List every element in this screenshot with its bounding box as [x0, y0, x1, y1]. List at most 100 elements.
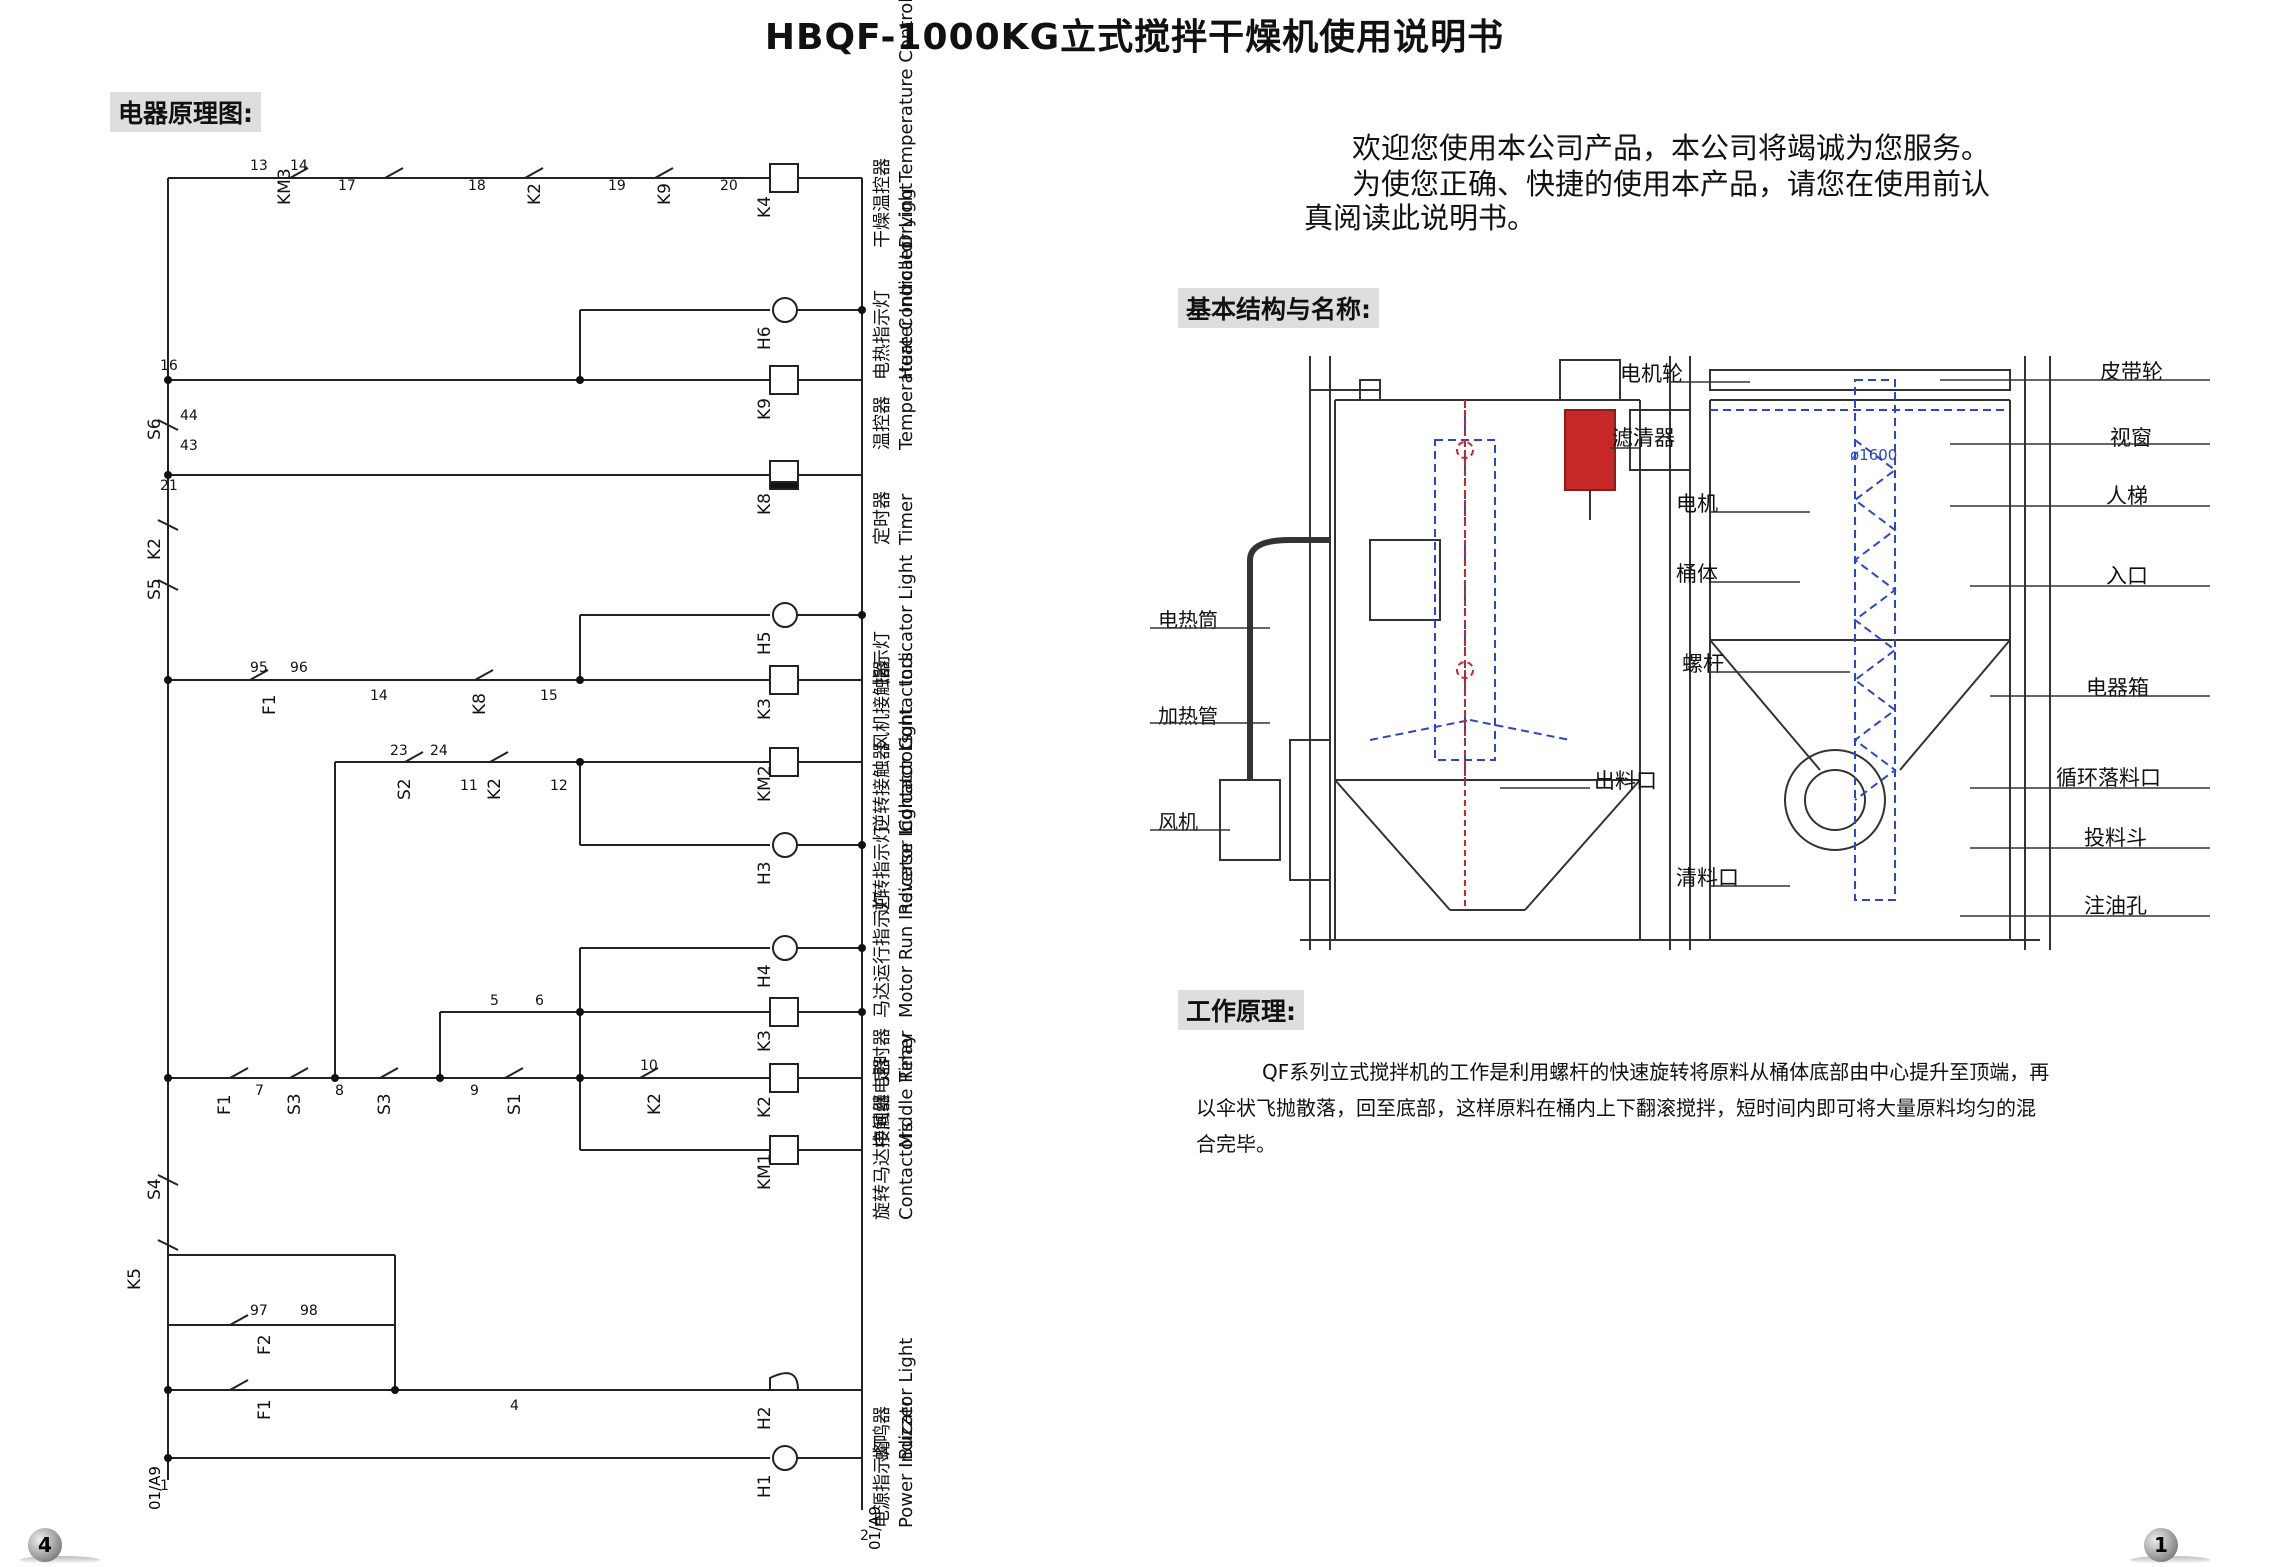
principle-line-2: 以伞状飞抛散落，回至底部，这样原料在桶内上下翻滚搅拌，短时间内即可将大量原料均匀… [1196, 1096, 2036, 1120]
circuit-row-label-en: Motor Run Indicator Light [896, 790, 917, 1018]
principle-line-3: 合完毕。 [1196, 1132, 1276, 1156]
switch-tag: K8 [470, 693, 490, 715]
page-number-shadow-left [20, 1556, 100, 1564]
switch-tag: S1 [505, 1093, 525, 1115]
circuit-device-tag: K3 [755, 1030, 775, 1052]
switch-tag: S6 [145, 418, 165, 440]
switch-tag: S4 [145, 1178, 165, 1200]
circuit-device-tag: K4 [755, 196, 775, 218]
wire-number: 23 [390, 743, 408, 759]
wire-number: 95 [250, 660, 268, 676]
circuit-section-heading: 电器原理图: [110, 92, 261, 132]
label-inlet: 入口 [2106, 564, 2148, 588]
circuit-row-label-en: Drying Temperature Controller [896, 0, 917, 248]
circuit-row-label-cn: 逆转接触器 [872, 742, 893, 832]
callout-lines [1150, 379, 2210, 917]
circuit-row-label-cn: 定时器 [872, 491, 893, 545]
wire-number: 13 [250, 158, 268, 174]
terminal-label-left: 01/A9 [146, 1466, 164, 1510]
circuit-device-tag: H4 [755, 964, 775, 988]
wire-number: 21 [160, 478, 178, 494]
circuit-device-tag: K3 [755, 698, 775, 720]
wire-number: 10 [640, 1058, 658, 1074]
diagram-dimension: ø1600 [1850, 446, 1897, 464]
wire-number: 1 [160, 1478, 169, 1494]
circuit-device-tag: K9 [755, 398, 775, 420]
wire-number: 24 [430, 743, 448, 759]
switch-tag: S5 [145, 578, 165, 600]
wire-number: 19 [608, 178, 626, 194]
wire-number: 43 [180, 438, 198, 454]
circuit-device-tag: H2 [755, 1406, 775, 1430]
circuit-device-tag: KM1 [755, 1153, 775, 1190]
wire-number: 8 [335, 1083, 344, 1099]
switch-tag: K2 [485, 778, 505, 800]
welcome-line-1: 欢迎您使用本公司产品，本公司将竭诚为您服务。 [1352, 131, 1991, 165]
document-title: HBQF-1000KG立式搅拌干燥机使用说明书 [764, 17, 1505, 58]
circuit-row-label-cn: 干燥温控器 [872, 158, 893, 248]
page-number-left: 4 [28, 1528, 62, 1562]
switch-tag: KM3 [275, 168, 295, 205]
wire-number: 12 [550, 778, 568, 794]
circuit-device-tag: K8 [755, 493, 775, 515]
circuit-device-tag: H3 [755, 861, 775, 885]
circuit-row-label-en: Heater Indicator Light [896, 183, 917, 380]
switch-tag: F1 [255, 1399, 275, 1420]
principle-section-heading: 工作原理: [1178, 990, 1304, 1030]
circuit-row-label-cn: 中间继电器 [872, 1058, 893, 1148]
circuit-row-label-en: Middle Relay [896, 1033, 917, 1148]
wire-number: 11 [460, 778, 478, 794]
circuit-row-label-cn: 旋转马达接触器 [872, 1094, 893, 1220]
wire-number: 14 [370, 688, 388, 704]
switch-tag: F1 [215, 1094, 235, 1115]
wire-number: 16 [160, 358, 178, 374]
switch-tag: K2 [145, 538, 165, 560]
wire-number: 17 [338, 178, 356, 194]
wire-number: 4 [510, 1398, 519, 1414]
label-discharge-outlet: 出料口 [1594, 769, 1657, 793]
wire-number: 96 [290, 660, 308, 676]
structure-section-heading: 基本结构与名称: [1178, 288, 1379, 328]
circuit-row-label-en: Contactors [896, 734, 917, 832]
wire-number: 18 [468, 178, 486, 194]
circuit-device-tag: H1 [755, 1474, 775, 1498]
machine-structure-diagram: ø1600 [1219, 356, 2051, 950]
switch-tag: K9 [655, 183, 675, 205]
page-number-shadow-right [2130, 1556, 2210, 1564]
circuit-row-label-cn: 电源指示灯 [872, 1438, 893, 1528]
switch-tag: F2 [255, 1334, 275, 1355]
welcome-line-2: 为使您正确、快捷的使用本产品，请您在使用前认 [1352, 167, 1991, 201]
switch-tag: K2 [525, 183, 545, 205]
label-heating-pipe: 加热管 [1158, 704, 1218, 728]
circuit-row-label-cn: 定时器 [872, 1028, 893, 1082]
wire-number: 98 [300, 1303, 318, 1319]
switch-tag: K2 [645, 1093, 665, 1115]
label-oil-hole: 注油孔 [2084, 894, 2147, 918]
wire-number: 7 [255, 1083, 264, 1099]
circuit-row-label-en: Power Indicator Light [896, 1338, 917, 1528]
circuit-row-label-cn: 蜂鸣器 [872, 1406, 893, 1460]
circuit-row-label-cn: 马达运行指示灯 [872, 892, 893, 1018]
switch-tag: K5 [125, 1268, 145, 1290]
label-filter: 滤清器 [1612, 426, 1675, 450]
circuit-row-label-en: Reverse Indicator Light [896, 707, 917, 915]
circuit-row-label-en: Timer [896, 493, 917, 546]
circuit-row-label-cn: 电热指示灯 [872, 290, 893, 380]
terminal-label-right: 01/A9 [866, 1506, 884, 1550]
wire-number: 14 [290, 158, 308, 174]
circuit-row-label-en: Buzzer [896, 1398, 917, 1460]
circuit-device-tag: H5 [755, 631, 775, 655]
wire-number: 15 [540, 688, 558, 704]
label-feed-hopper: 投料斗 [2084, 826, 2147, 850]
switch-tag: S2 [395, 778, 415, 800]
welcome-line-3: 真阅读此说明书。 [1304, 201, 1537, 235]
circuit-device-tag: KM2 [755, 765, 775, 802]
circuit-row-label-en: Indicator Light [896, 555, 917, 685]
circuit-row-label-cn: 指示灯 [872, 631, 893, 685]
wire-number: 5 [490, 993, 499, 1009]
switch-tag: S3 [375, 1093, 395, 1115]
circuit-row-label-cn: 温控器 [872, 396, 893, 450]
circuit-device-tag: H6 [755, 326, 775, 350]
switch-tag: F1 [260, 694, 280, 715]
